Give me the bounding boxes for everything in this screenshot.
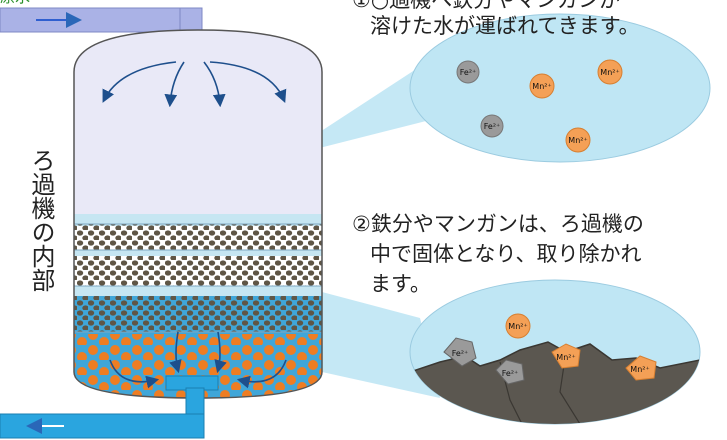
svg-text:Mn²⁺: Mn²⁺ [600,68,619,77]
iron-ion: Fe²⁺ [480,114,504,138]
manganese-ion: Mn²⁺ [551,343,581,369]
caption-2-line-3: ます。 [370,272,431,296]
caption-2-line-1: ②鉄分やマンガンは、ろ過機の [352,212,644,236]
caption-1-line-2: 溶けた水が運ばれてきます。 [370,14,640,38]
svg-text:Mn²⁺: Mn²⁺ [630,365,649,374]
caption-2-line-2: 中で固体となり、取り除かれ [370,242,642,266]
collector-arrows [109,331,287,389]
inlet-label: 原水 [0,0,30,7]
iron-ion: Fe²⁺ [495,359,525,385]
manganese-ion: Mn²⁺ [505,313,531,339]
spray-arrows [102,61,287,108]
zoom-cone-bottom [322,292,440,398]
svg-text:Fe²⁺: Fe²⁺ [484,122,501,131]
filter-interior-label: ろ過機の内部 [27,148,55,292]
svg-text:Mn²⁺: Mn²⁺ [556,353,575,362]
manganese-ion: Mn²⁺ [529,73,555,99]
iron-ion: Fe²⁺ [456,60,480,84]
tank-outline [73,29,323,399]
svg-text:Mn²⁺: Mn²⁺ [532,82,551,91]
iron-ion: Fe²⁺ [443,337,477,367]
svg-text:Mn²⁺: Mn²⁺ [568,136,587,145]
manganese-ion: Mn²⁺ [625,355,657,381]
svg-text:Fe²⁺: Fe²⁺ [460,68,477,77]
manganese-ion: Mn²⁺ [565,127,591,153]
filter-tank [74,30,322,398]
svg-text:Fe²⁺: Fe²⁺ [452,349,469,358]
manganese-ion: Mn²⁺ [597,59,623,85]
caption-1-line-1: ①○過機へ鉄分やマンガンが [352,0,621,12]
svg-text:Mn²⁺: Mn²⁺ [508,322,527,331]
svg-text:Fe²⁺: Fe²⁺ [502,369,519,378]
